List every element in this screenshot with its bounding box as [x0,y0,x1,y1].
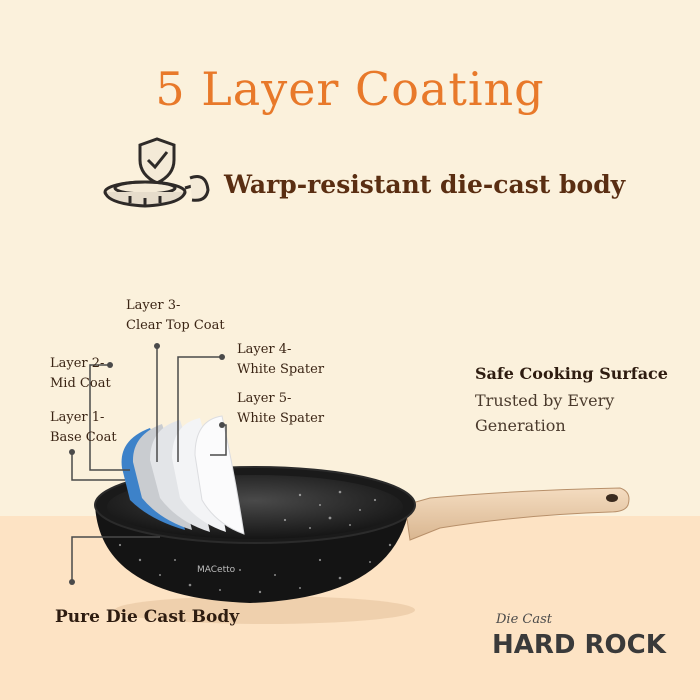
layer-2-label: Layer 2- Mid Coat [50,356,111,391]
layer-1-label: Layer 1- Base Coat [50,410,117,445]
page-title: 5 Layer Coating [155,62,545,116]
brand-tagline: Die Cast [496,612,552,627]
layer-5-label: Layer 5- White Spater [237,391,325,426]
brand-name: HARD ROCK [492,630,666,660]
pan-logo: MACetto [197,565,236,575]
die-cast-body-label: Pure Die Cast Body [55,607,240,627]
safe-surface-subtitle: Trusted by Every Generation [475,391,615,435]
feature-warp-resistant: Warp-resistant die-cast body [224,170,626,199]
layer-3-label: Layer 3- Clear Top Coat [126,298,225,333]
safe-surface-title: Safe Cooking Surface [475,364,668,383]
layer-4-label: Layer 4- White Spater [237,342,325,377]
